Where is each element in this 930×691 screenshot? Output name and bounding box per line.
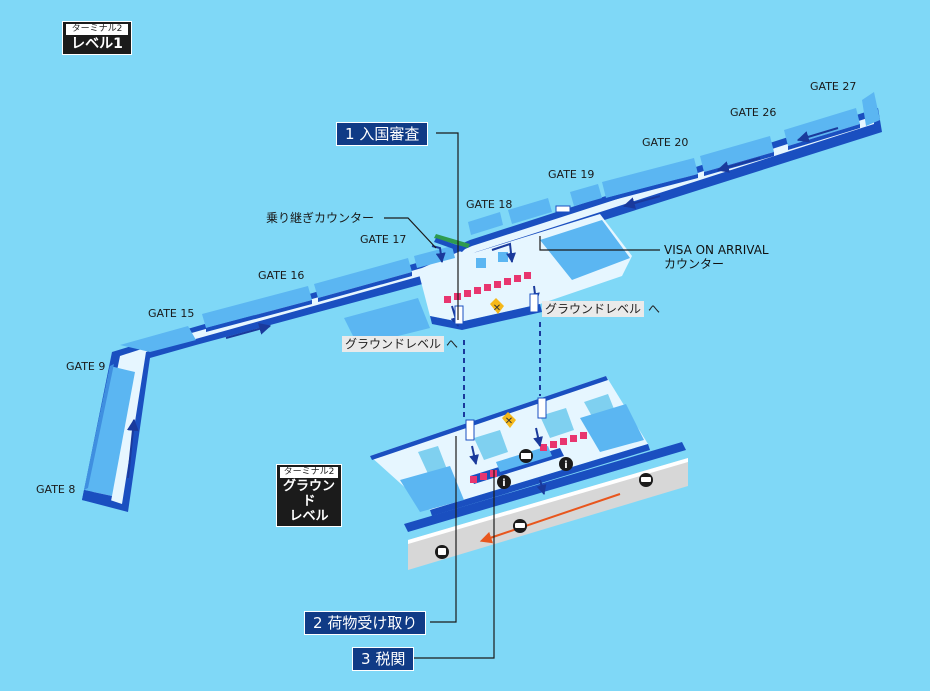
gate-label: GATE 8 <box>36 483 75 496</box>
step-text: 荷物受け取り <box>327 614 418 632</box>
to-ground-level-left: グラウンドレベル <box>342 336 445 352</box>
level-label-line2: レベル <box>289 509 329 524</box>
no-entry-icon: ✕ <box>490 298 504 314</box>
gate-label: GATE 27 <box>810 80 856 93</box>
level1-tag: ターミナル2 レベル1 <box>62 21 132 55</box>
chip-suffix: へ <box>446 337 459 351</box>
bus-icon <box>435 545 449 559</box>
to-ground-level-right: グラウンドレベル <box>542 301 645 317</box>
visa-counter-label-line2: カウンター <box>664 257 724 271</box>
chip-text: グラウンドレベル <box>545 302 642 316</box>
step-immigration: 1 入国審査 <box>336 122 429 146</box>
terminal-label: ターミナル2 <box>66 24 128 35</box>
taxi-icon <box>639 473 653 487</box>
step-number: 3 <box>361 650 371 668</box>
visa-counter-label-line1: VISA ON ARRIVAL <box>664 243 769 257</box>
money-exchange-icon <box>519 449 533 463</box>
gate-label: GATE 19 <box>548 168 594 181</box>
level1-concourse: ✕ <box>82 92 882 512</box>
gate-label: GATE 9 <box>66 360 105 373</box>
step-text: 税関 <box>375 650 406 668</box>
level-label: レベル1 <box>71 36 123 52</box>
gate-label: GATE 20 <box>642 136 688 149</box>
chip-suffix: へ <box>648 302 661 316</box>
step-number: 2 <box>313 614 323 632</box>
gate-label: GATE 17 <box>360 233 406 246</box>
gate-label: GATE 15 <box>148 307 194 320</box>
svg-text:✕: ✕ <box>505 416 513 427</box>
leader-lines <box>384 132 660 659</box>
step-text: 入国審査 <box>359 125 420 143</box>
svg-text:i: i <box>502 478 505 489</box>
escalator-icon <box>454 205 571 325</box>
taxi-icon <box>513 519 527 533</box>
step-number: 1 <box>345 125 355 143</box>
step-customs: 3 税関 <box>352 647 415 671</box>
ground-level-tag: ターミナル2 グラウンド レベル <box>276 464 342 527</box>
terminal-label: ターミナル2 <box>280 467 338 478</box>
gate-label: GATE 16 <box>258 269 304 282</box>
ground-level: ✕ i i <box>370 376 688 570</box>
gate-label: GATE 26 <box>730 106 776 119</box>
no-entry-icon: ✕ <box>502 412 516 428</box>
svg-text:i: i <box>564 460 567 471</box>
info-icon: i <box>497 475 511 489</box>
step-baggage-claim: 2 荷物受け取り <box>304 611 427 635</box>
gate-label: GATE 18 <box>466 198 512 211</box>
svg-text:✕: ✕ <box>493 303 501 314</box>
level-label-line1: グラウンド <box>282 479 335 509</box>
transfer-counter-label: 乗り継ぎカウンター <box>266 210 374 225</box>
escalator-icon <box>465 397 547 441</box>
chip-text: グラウンドレベル <box>345 337 442 351</box>
info-icon: i <box>559 457 573 471</box>
